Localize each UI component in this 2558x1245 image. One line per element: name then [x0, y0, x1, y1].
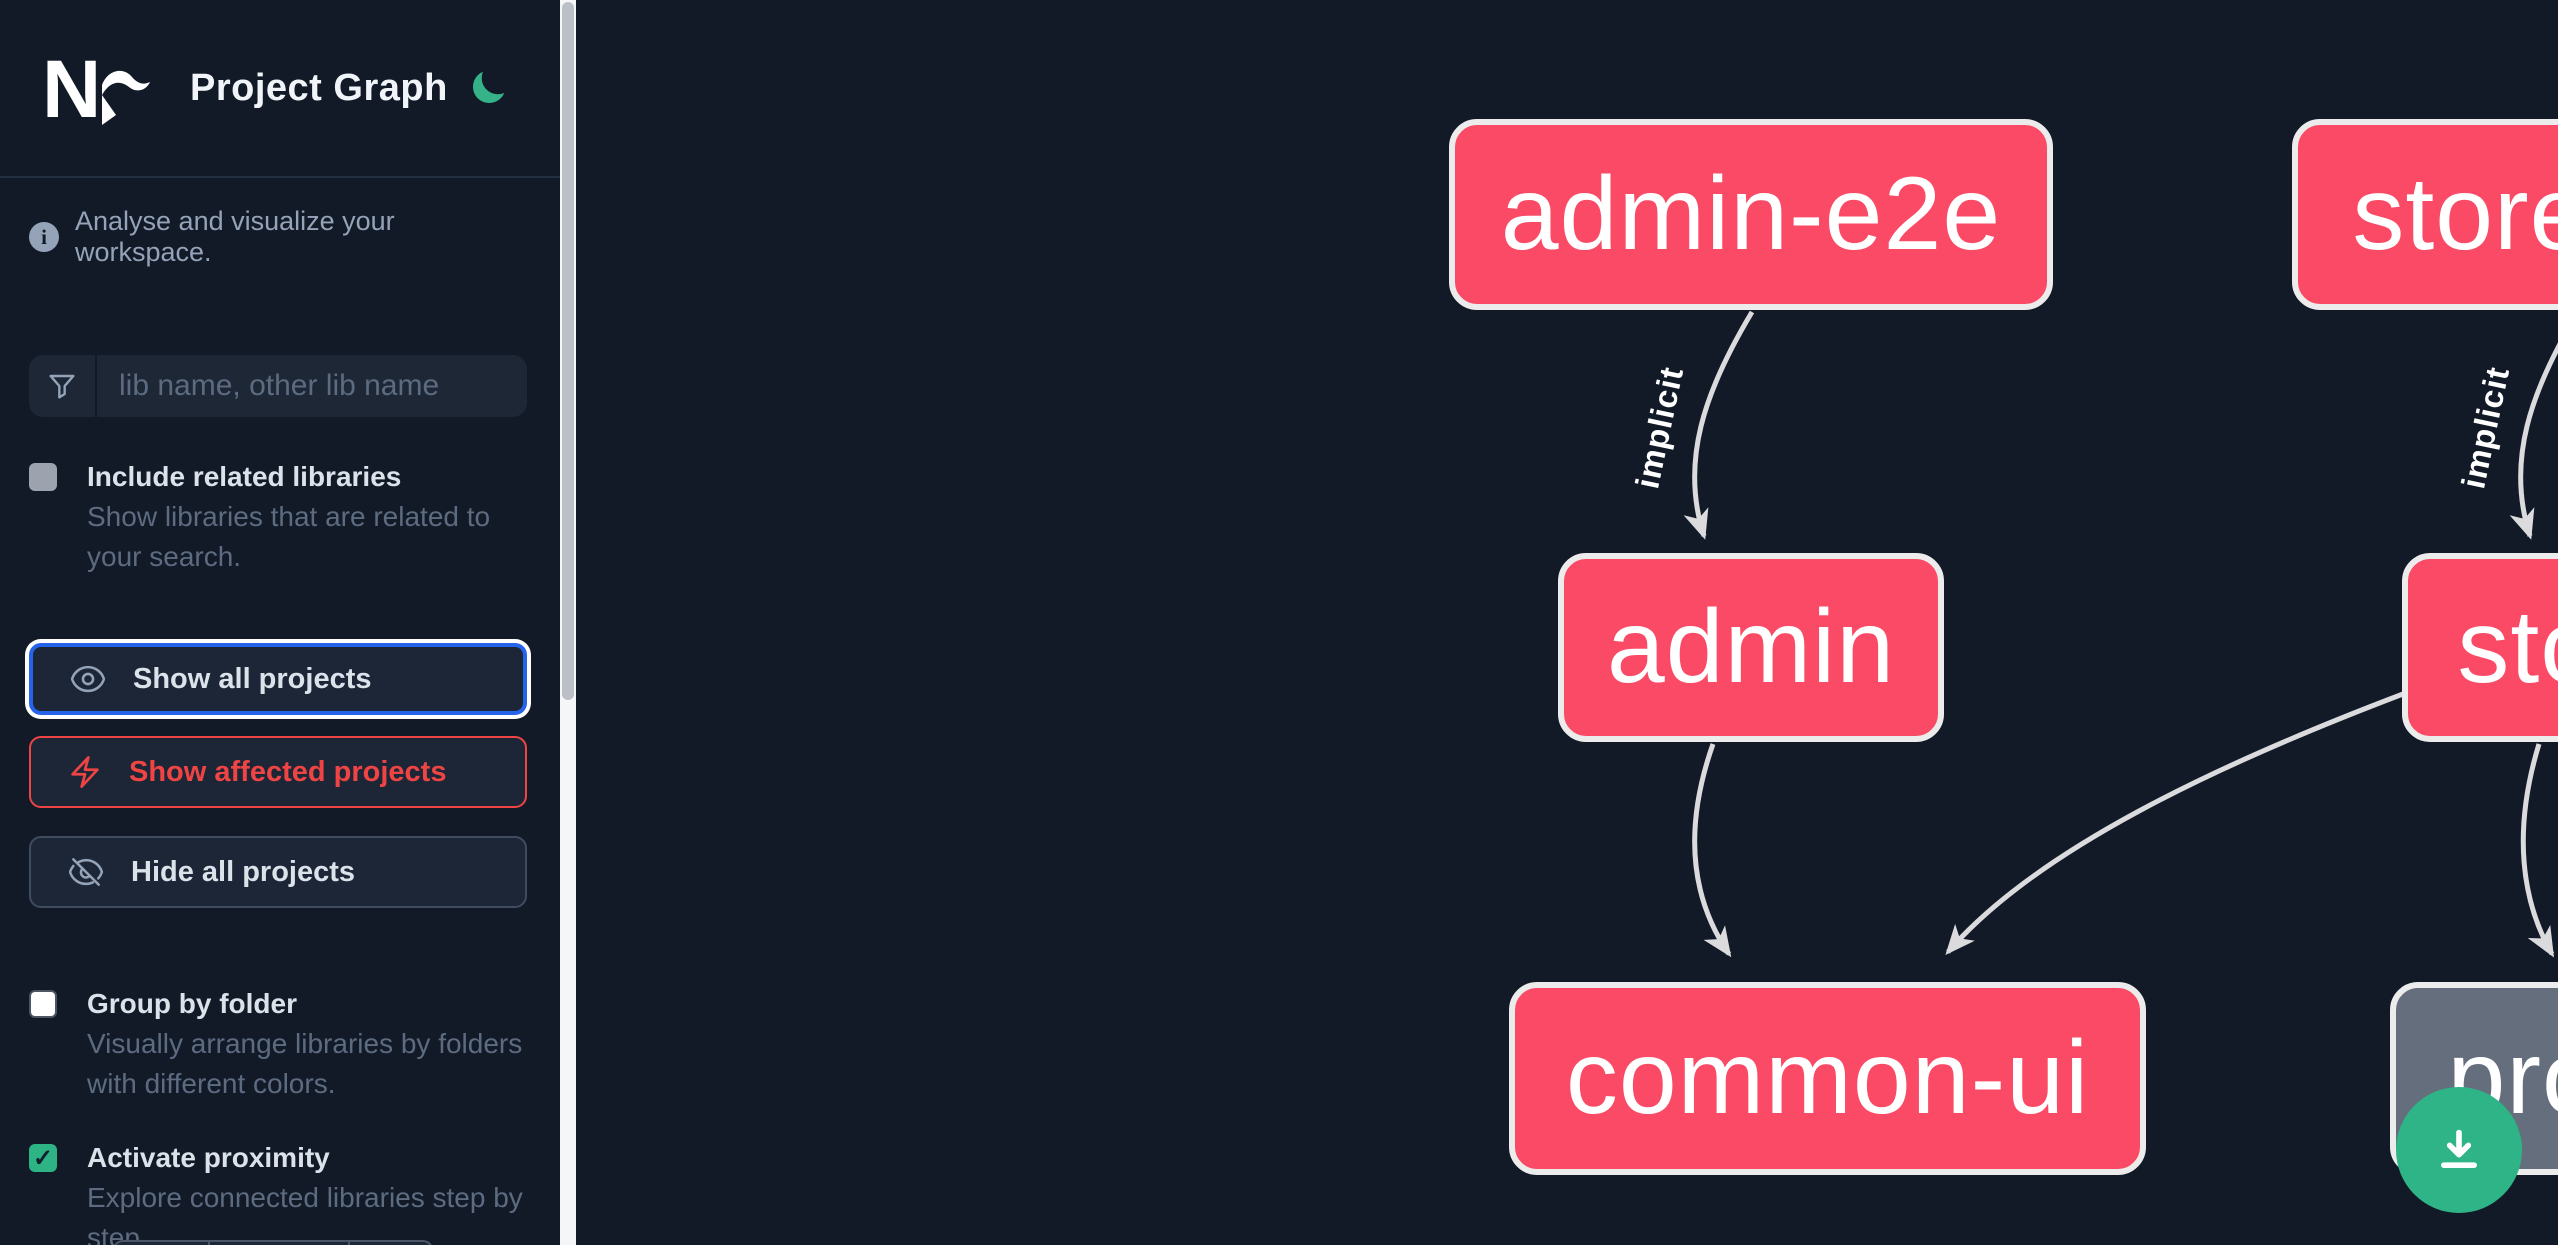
group-by-folder-checkbox[interactable] — [29, 990, 57, 1018]
toggle-label[interactable]: Include related libraries — [87, 461, 402, 492]
show-affected-projects-button[interactable]: Show affected projects — [29, 736, 527, 808]
eye-icon — [70, 665, 106, 693]
edge-label-implicit: implicit — [2454, 363, 2516, 492]
eye-off-icon — [68, 858, 104, 886]
search-box — [29, 355, 527, 417]
show-all-projects-button[interactable]: Show all projects — [29, 643, 527, 715]
activate-proximity-checkbox[interactable]: ✓ — [29, 1144, 57, 1172]
page-title: Project Graph — [190, 66, 448, 109]
toggle-description: Explore connected libraries step by step… — [87, 1182, 523, 1245]
edge-admin-e2e-to-admin — [1683, 310, 1755, 540]
include-related-checkbox[interactable] — [29, 463, 57, 491]
scrollbar-thumb[interactable] — [562, 2, 574, 700]
graph-node-store-e2e[interactable]: store-e2e — [2292, 119, 2558, 310]
toggle-activate-proximity: ✓ Activate proximity Explore connected l… — [29, 1142, 527, 1245]
node-label: admin — [1606, 589, 1896, 705]
toggle-label[interactable]: Activate proximity — [87, 1142, 330, 1173]
button-label: Show affected projects — [129, 755, 447, 788]
sidebar-header: N Project Graph — [0, 0, 560, 178]
toggle-description: Visually arrange libraries by folders wi… — [87, 1028, 523, 1099]
workspace-info: i Analyse and visualize your workspace. — [29, 206, 527, 268]
nx-logo: N — [46, 47, 150, 129]
depth-decrement-segment[interactable] — [115, 1242, 210, 1245]
edge-store-to-products — [2520, 743, 2555, 958]
toggle-description: Show libraries that are related to your … — [87, 501, 491, 572]
download-graph-button[interactable] — [2396, 1087, 2522, 1213]
edge-store-to-common-ui — [1945, 691, 2404, 956]
hide-all-projects-button[interactable]: Hide all projects — [29, 836, 527, 908]
bolt-icon — [71, 756, 99, 788]
project-graph-canvas[interactable]: implicit implicit admin-e2e store-e2e ad… — [576, 0, 2558, 1245]
graph-node-store[interactable]: store — [2402, 553, 2558, 742]
graph-edges: implicit implicit — [1624, 310, 2558, 958]
graph-node-admin[interactable]: admin — [1558, 553, 1944, 742]
depth-value-segment — [210, 1242, 350, 1245]
node-label: store — [2457, 589, 2558, 705]
toggle-label[interactable]: Group by folder — [87, 988, 297, 1019]
project-visibility-buttons: Show all projects Show affected projects… — [29, 643, 527, 908]
edge-admin-to-common-ui — [1692, 743, 1732, 958]
node-label: store-e2e — [2352, 156, 2558, 272]
edge-store-e2e-to-store — [2509, 342, 2558, 540]
download-icon — [2441, 1129, 2477, 1168]
graph-node-common-ui[interactable]: common-ui — [1509, 982, 2146, 1175]
node-label: common-ui — [1565, 1020, 2090, 1136]
graph-node-admin-e2e[interactable]: admin-e2e — [1449, 119, 2053, 310]
info-icon: i — [29, 222, 59, 252]
tagline: Analyse and visualize your workspace. — [75, 206, 395, 267]
search-input[interactable] — [97, 355, 527, 417]
toggle-group-by-folder: Group by folder Visually arrange librari… — [29, 988, 527, 1104]
sidebar: N Project Graph i Analyse and visualize … — [0, 0, 560, 1245]
sidebar-content: i Analyse and visualize your workspace. … — [0, 206, 560, 1245]
moon-icon[interactable] — [468, 68, 508, 108]
node-label: admin-e2e — [1500, 156, 2002, 272]
svg-text:N: N — [46, 47, 96, 129]
toggle-include-related: Include related libraries Show libraries… — [29, 461, 527, 577]
filter-funnel-icon — [29, 355, 97, 417]
edge-label-implicit: implicit — [1628, 363, 1690, 492]
sidebar-scrollbar[interactable] — [560, 0, 576, 1245]
button-label: Show all projects — [133, 662, 372, 695]
proximity-depth-control[interactable] — [113, 1240, 433, 1245]
button-label: Hide all projects — [131, 855, 356, 888]
